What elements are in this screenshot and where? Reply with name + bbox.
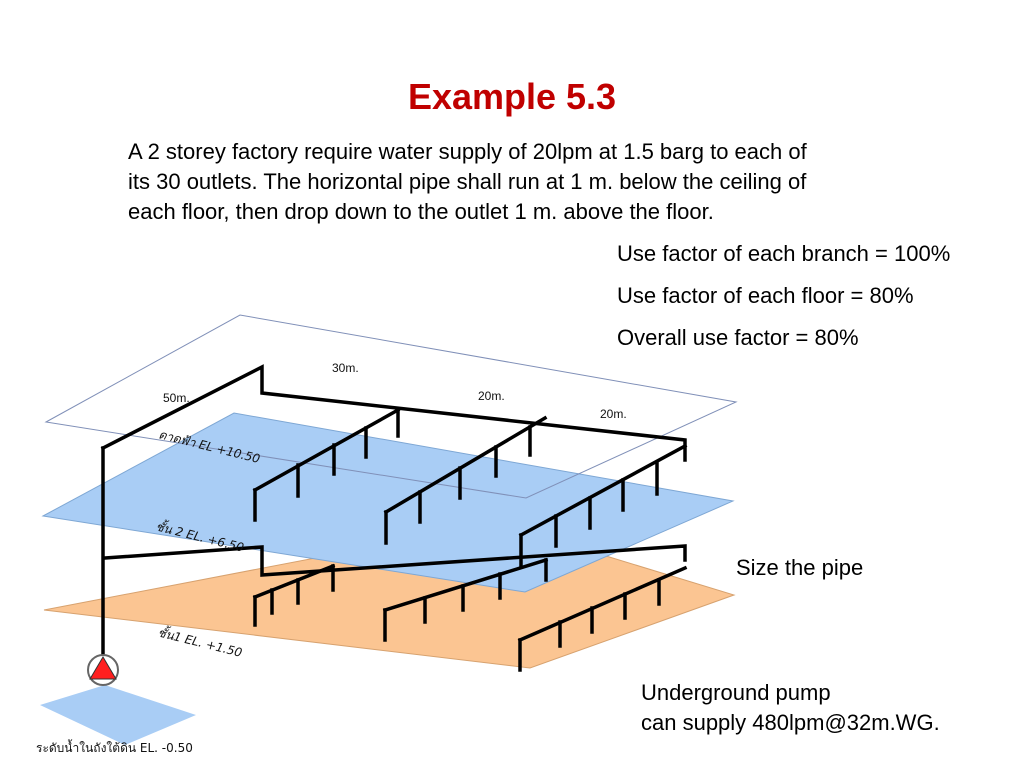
pump-icon bbox=[87, 654, 119, 686]
slide-title: Example 5.3 bbox=[407, 76, 617, 117]
problem-line-3: each floor, then drop down to the outlet… bbox=[128, 199, 714, 224]
size-the-pipe-text: Size the pipe bbox=[736, 555, 864, 580]
pump-note-line-2: can supply 480lpm@32m.WG. bbox=[641, 710, 940, 735]
floor1-piping bbox=[103, 544, 688, 672]
pump-note: Underground pump can supply 480lpm@32m.W… bbox=[641, 678, 940, 738]
problem-statement: A 2 storey factory require water supply … bbox=[128, 137, 928, 227]
roof-plane bbox=[44, 314, 738, 499]
problem-line-2: its 30 outlets. The horizontal pipe shal… bbox=[128, 169, 807, 194]
overall-use-factor: Overall use factor = 80% bbox=[617, 325, 859, 350]
pump-note-line-1: Underground pump bbox=[641, 680, 831, 705]
floor2-piping bbox=[100, 364, 688, 662]
tank-plane bbox=[40, 685, 196, 745]
dimension-50m: 50m. bbox=[163, 391, 190, 405]
tank-level-label: ระดับน้ำในถังใต้ดิน EL. -0.50 bbox=[36, 739, 193, 755]
floor-use-factor: Use factor of each floor = 80% bbox=[617, 283, 914, 308]
problem-line-1: A 2 storey factory require water supply … bbox=[128, 139, 807, 164]
branch-use-factor: Use factor of each branch = 100% bbox=[617, 241, 951, 266]
dimension-20m-a: 20m. bbox=[478, 389, 505, 403]
dimension-20m-b: 20m. bbox=[600, 407, 627, 421]
dimension-30m: 30m. bbox=[332, 361, 359, 375]
